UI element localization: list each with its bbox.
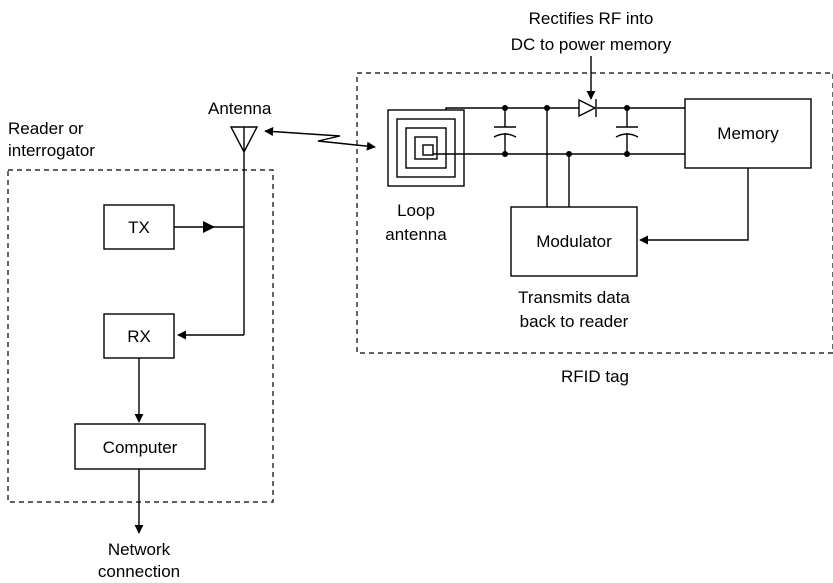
rectifier-diode-icon [578, 98, 597, 118]
loop-antenna-label-line2: antenna [385, 225, 447, 244]
reader-boundary [7, 169, 274, 503]
modulator-note-line2: back to reader [520, 312, 629, 331]
modulator-box [510, 206, 638, 277]
rx-label: RX [127, 327, 151, 346]
tag-boundary [356, 72, 833, 354]
modulator-label: Modulator [536, 232, 612, 251]
tx-arrowhead [203, 221, 215, 233]
rectifier-note-line2: DC to power memory [511, 35, 672, 54]
computer-label: Computer [103, 438, 178, 457]
junction-dots [502, 105, 630, 157]
tx-label: TX [128, 218, 150, 237]
memory-to-modulator-arrow [639, 168, 749, 245]
tag-label: RFID tag [561, 367, 629, 386]
tag-circuit-wiring [433, 107, 685, 207]
loop-antenna-icon [387, 109, 465, 187]
modulator-note-line1: Transmits data [518, 288, 630, 307]
reader-label-line2: interrogator [8, 141, 95, 160]
rectifier-note-line1: Rectifies RF into [529, 9, 654, 28]
memory-label: Memory [717, 124, 779, 143]
network-label-line1: Network [108, 540, 171, 559]
antenna-label: Antenna [208, 99, 272, 118]
memory-box [684, 98, 812, 169]
rx-box [103, 313, 175, 359]
loop-antenna-label-line1: Loop [397, 201, 435, 220]
reader-antenna-icon [229, 126, 259, 154]
reader-label-line1: Reader or [8, 119, 84, 138]
computer-box [74, 423, 206, 470]
network-label-line2: connection [98, 562, 180, 581]
wireless-link-arrow [264, 127, 376, 151]
